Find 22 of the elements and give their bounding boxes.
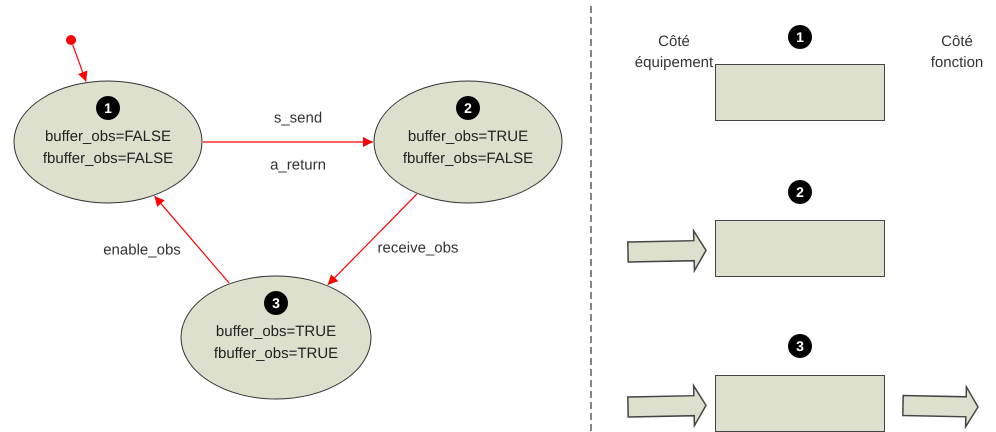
state-text: buffer_obs=FALSE [44,127,172,147]
number-badge: 3 [788,334,812,358]
block-arrow [902,384,979,430]
state-ellipse [13,80,203,204]
state-ellipse [180,275,372,400]
start-dot [66,35,76,45]
state-text: fbuffer_obs=FALSE [402,149,534,169]
state-text: fbuffer_obs=TRUE [214,344,338,364]
block-arrow [627,383,707,428]
state-text: buffer_obs=TRUE [408,127,528,147]
arrow [203,137,373,147]
text-label: Côté équipement [634,32,714,73]
text-label: Côté fonction [930,32,984,73]
number-badge: 2 [788,180,812,204]
state-ellipse [373,80,563,204]
block-arrow [627,228,707,274]
state-text: fbuffer_obs=FALSE [42,149,174,169]
state-text: buffer_obs=TRUE [216,322,336,342]
arrow [327,194,418,286]
arrow [154,196,230,284]
number-badge: 1 [788,25,812,49]
arrow [72,44,88,82]
